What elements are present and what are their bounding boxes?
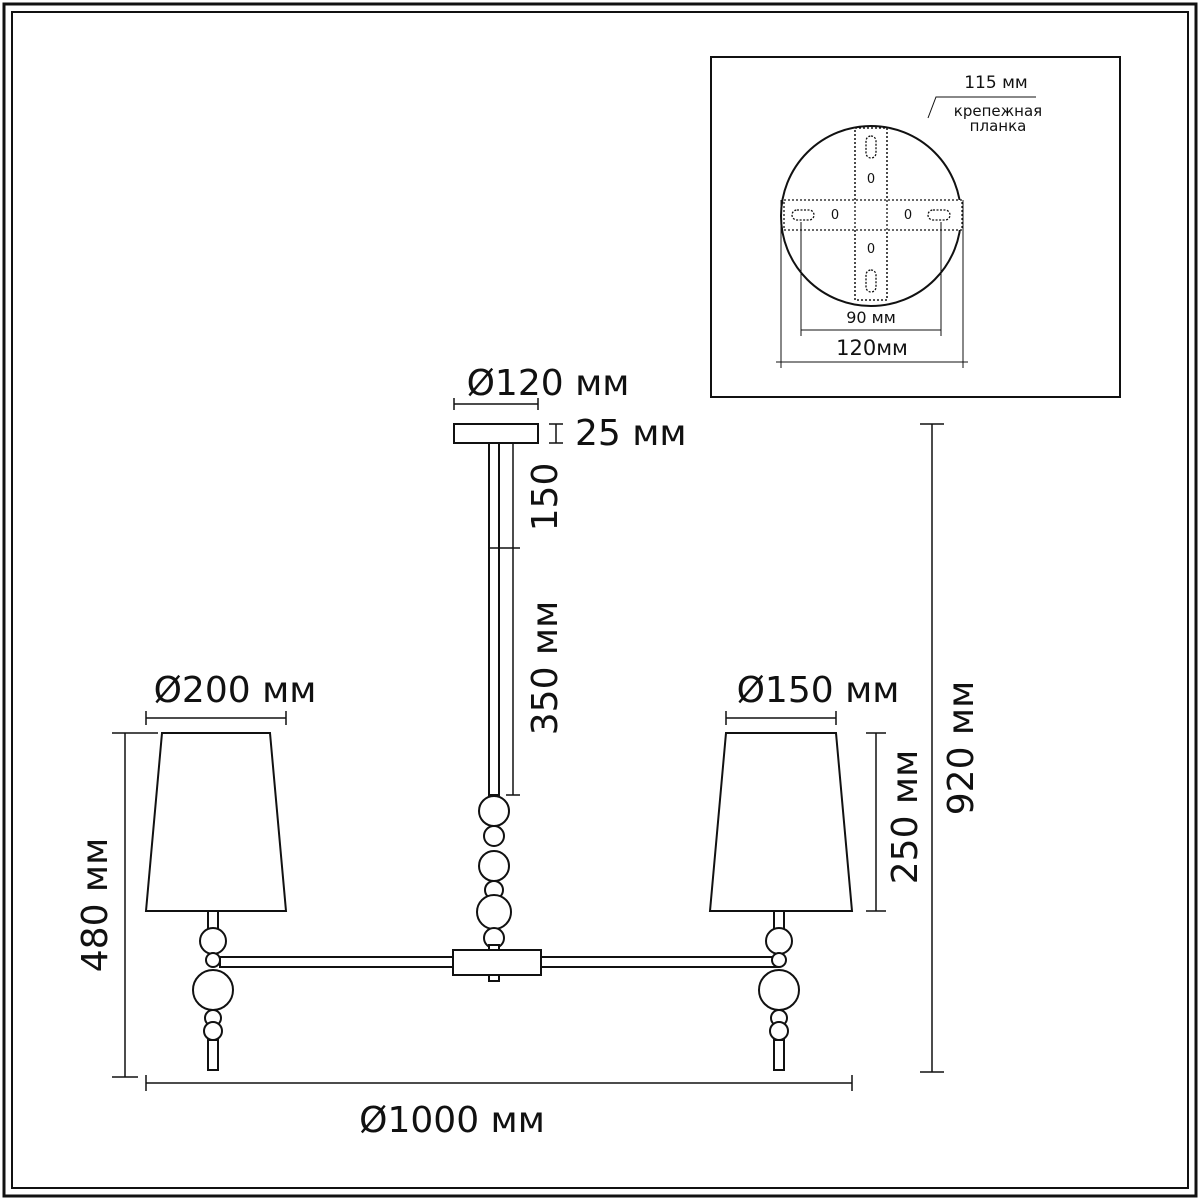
total-width-dimension: [145, 1075, 853, 1091]
mount-note-line1: крепежная: [954, 102, 1042, 120]
hole-spacing-label: 90 мм: [846, 308, 896, 327]
total-height-label: 920 мм: [941, 681, 982, 815]
mount-hole-bottom-label: 0: [867, 242, 875, 257]
mount-hole-right-label: 0: [904, 208, 912, 223]
right-shade: [708, 732, 854, 912]
canopy-inset-label: 120мм: [836, 336, 908, 360]
mount-hole-left-label: 0: [831, 208, 839, 223]
canopy-height-label: 25 мм: [575, 413, 687, 454]
rod-upper-label: 150: [525, 463, 566, 532]
left-shade-diameter-label: Ø200 мм: [154, 670, 317, 711]
mounting-plate-inset: 0 0 0 0 115 мм крепежная планка 90 мм 12…: [710, 56, 1121, 398]
mount-note-leader: [927, 96, 1036, 119]
arm-height-dimension: [112, 732, 158, 1078]
arm-height-label: 480 мм: [75, 838, 116, 972]
horizontal-arm: [219, 949, 779, 982]
rod-dimension-line: [489, 443, 520, 796]
hole-spacing-dimension: [800, 222, 942, 336]
mount-width-label: 115 мм: [964, 73, 1028, 93]
left-shade: [144, 732, 288, 912]
suspension-rod: [488, 442, 500, 796]
right-shade-diameter-label: Ø150 мм: [737, 670, 900, 711]
left-lamp: [144, 732, 288, 1071]
canopy-height-dimension: [549, 423, 563, 444]
rod-lower-label: 350 мм: [525, 601, 566, 735]
mount-hole-top-label: 0: [867, 172, 875, 187]
cross-bracket: [783, 127, 963, 301]
total-width-label: Ø1000 мм: [359, 1100, 545, 1141]
canopy: [453, 398, 539, 444]
center-bead-stack: [476, 795, 512, 954]
right-lamp: [708, 732, 854, 1071]
canopy-diameter-label: Ø120 мм: [467, 363, 630, 404]
mount-note-line2: планка: [970, 117, 1027, 135]
total-height-dimension: [920, 423, 944, 1073]
canopy-inset-dimension: [776, 200, 968, 368]
left-shade-dimension: [145, 711, 287, 725]
right-shade-dimension: [725, 711, 837, 725]
shade-height-dimension: [866, 732, 886, 912]
shade-height-label: 250 мм: [885, 750, 926, 884]
